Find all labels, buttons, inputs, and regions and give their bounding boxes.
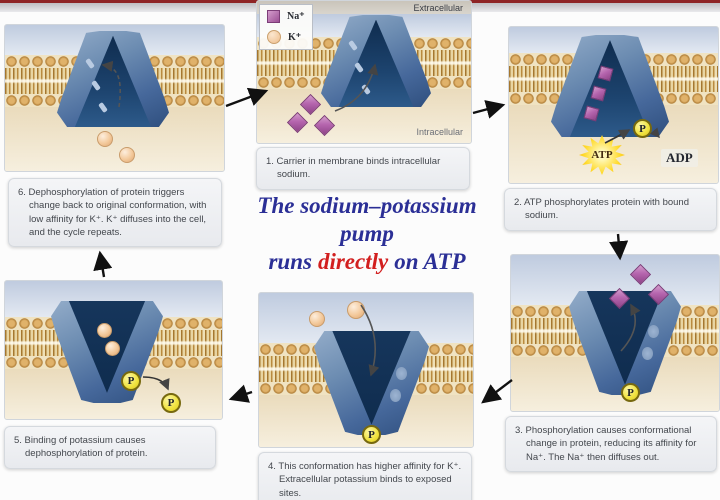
potassium-ion (119, 147, 135, 163)
arrow-step4-to-step5 (228, 384, 253, 403)
legend-sodium-row: Na⁺ (267, 10, 305, 23)
step5-caption: 5. Binding of potassium causes dephospho… (4, 426, 216, 469)
step2-caption: 2. ATP phosphorylates protein with bound… (504, 188, 717, 231)
step1-caption: 1. Carrier in membrane binds intracellul… (256, 147, 470, 190)
pump-protein (551, 35, 669, 137)
potassium-ion (97, 131, 113, 147)
step6-caption: 6. Dephosphorylation of protein triggers… (8, 178, 222, 248)
binding-site-hole (642, 347, 653, 360)
binding-site-hole (396, 367, 407, 380)
step4-caption: 4. This conformation has higher affinity… (258, 452, 472, 500)
sodium-legend-label: Na⁺ (287, 11, 305, 22)
step3-caption: 3. Phosphorylation causes conformational… (505, 416, 717, 472)
panel-step5-scene: P P (4, 280, 223, 420)
legend-potassium-row: K⁺ (267, 30, 305, 44)
potassium-legend-label: K⁺ (288, 31, 302, 43)
ion-legend: Na⁺ K⁺ (259, 4, 313, 50)
step6-text: 6. Dephosphorylation of protein triggers… (18, 187, 207, 238)
phosphate-letter: P (368, 428, 375, 441)
phosphate-letter: P (127, 375, 135, 387)
step5-text: 5. Binding of potassium causes dephospho… (14, 435, 148, 460)
bound-potassium-ion (97, 323, 112, 338)
intracellular-label: Intracellular (416, 127, 463, 137)
panel-step4-scene: P (258, 292, 474, 448)
step4-text: 4. This conformation has higher affinity… (268, 461, 462, 499)
potassium-ion (309, 311, 325, 327)
title-line3-pre: runs (268, 249, 312, 274)
phosphate-letter: P (639, 122, 646, 135)
binding-site-hole (390, 389, 401, 402)
step1-text: 1. Carrier in membrane binds intracellul… (266, 156, 441, 181)
panel-step1-scene: Extracellular Na⁺ K⁺ Intracellular (256, 0, 472, 144)
phosphate-icon: P (621, 383, 640, 402)
sodium-swatch-icon (267, 10, 280, 23)
phosphate-letter: P (167, 397, 175, 409)
arrow-step5-to-step6 (93, 250, 113, 278)
panel-step2-scene: P ATP ADP (508, 26, 719, 184)
title-line3-post: on ATP (394, 249, 466, 274)
phosphate-letter: P (627, 386, 634, 399)
panel-step6-scene (4, 24, 225, 172)
phosphate-icon: P (121, 371, 141, 391)
adp-label: ADP (661, 149, 698, 167)
released-phosphate-icon: P (161, 393, 181, 413)
title-line1: The sodium–potassium (257, 193, 477, 218)
extracellular-label: Extracellular (413, 3, 463, 13)
potassium-ion (347, 301, 365, 319)
panel-step3-scene: P (510, 254, 720, 412)
arrow-step1-to-step2 (472, 100, 506, 119)
pump-protein (321, 15, 431, 107)
phosphate-icon: P (362, 425, 381, 444)
pump-protein (57, 31, 169, 127)
pump-protein (569, 291, 681, 395)
title-line2: pump (340, 221, 394, 246)
atp-label: ATP (591, 149, 613, 161)
step3-text: 3. Phosphorylation causes conformational… (515, 425, 697, 463)
bound-potassium-ion (105, 341, 120, 356)
title-directly-highlight: directly (317, 249, 389, 274)
phosphate-icon: P (633, 119, 652, 138)
pump-protein (314, 331, 429, 435)
arrow-step3-to-step4 (481, 379, 513, 404)
binding-site-hole (648, 325, 659, 338)
step2-text: 2. ATP phosphorylates protein with bound… (514, 197, 689, 222)
potassium-swatch-icon (267, 30, 281, 44)
